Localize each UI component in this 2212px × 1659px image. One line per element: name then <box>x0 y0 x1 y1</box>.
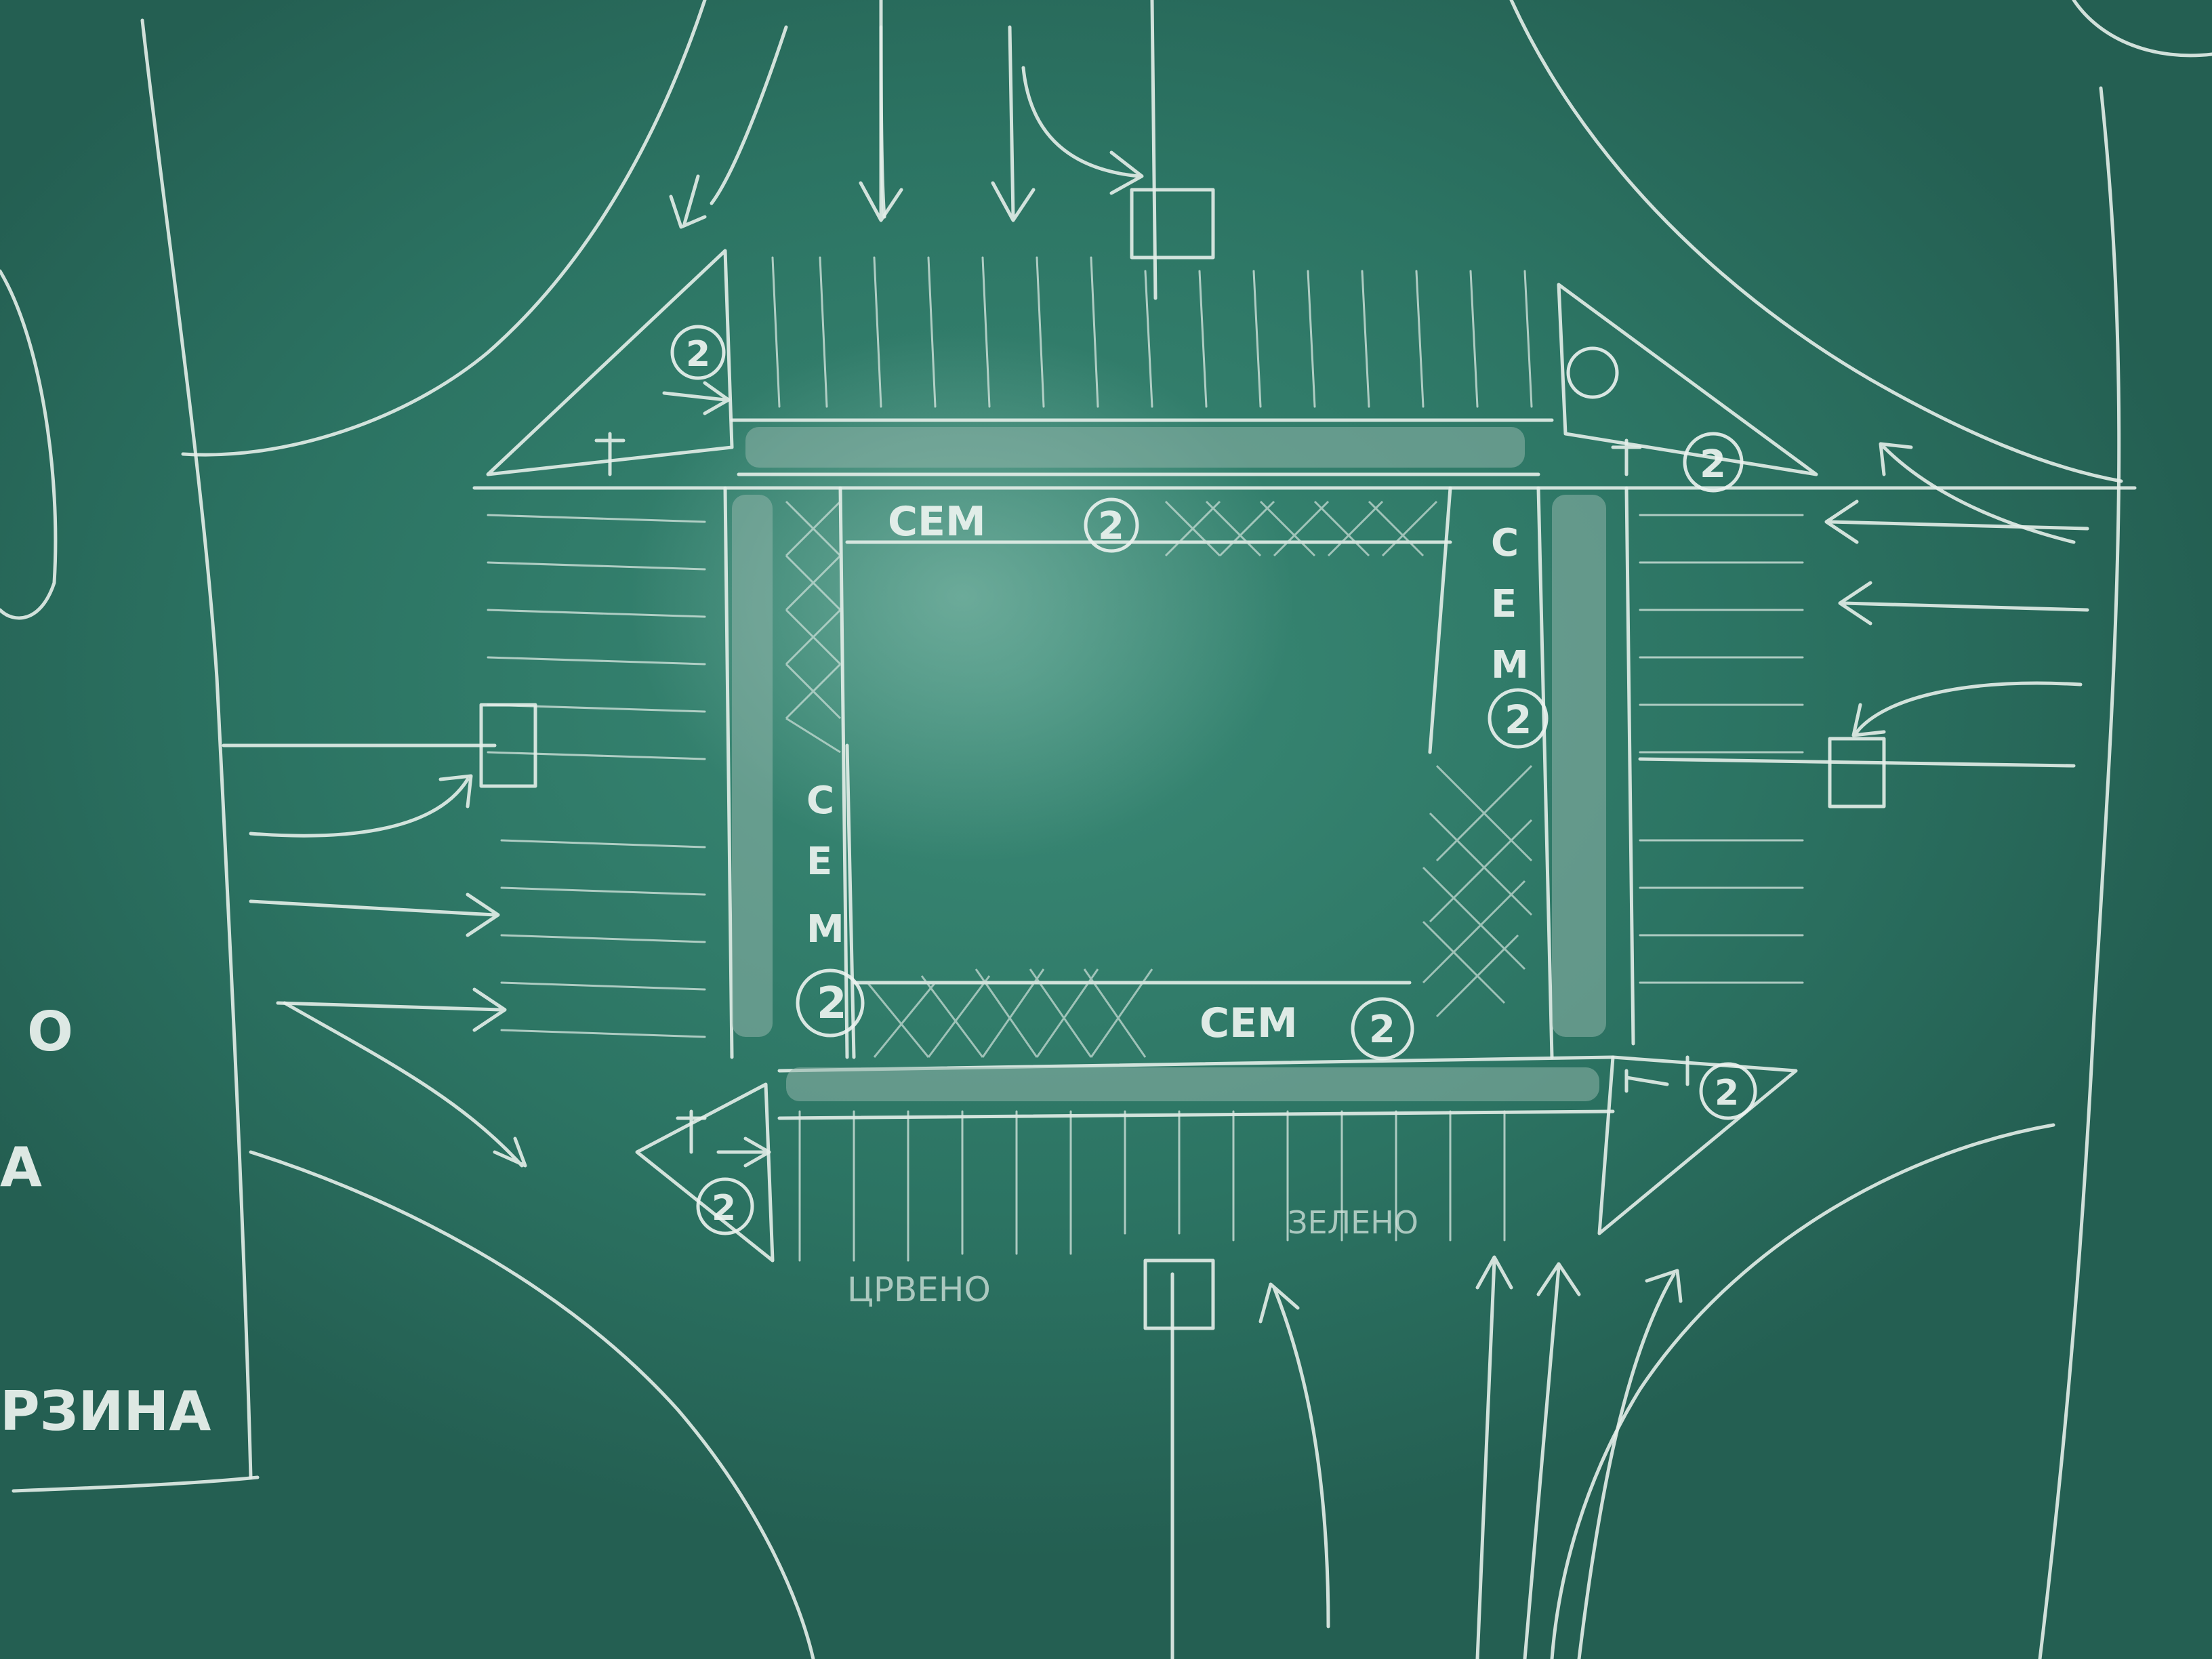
top-lane-arrow-turn <box>1023 68 1142 193</box>
right-road-edge <box>2040 88 2119 1659</box>
ped-signal-bottom-left <box>678 1111 769 1166</box>
top-hatch <box>1166 501 1437 556</box>
far-left-shape <box>0 271 56 618</box>
number-sem-left: 2 <box>817 979 847 1029</box>
top-left-corner-curve <box>183 0 705 455</box>
right-lane-arrow-2 <box>1840 583 2087 623</box>
bottom-lane-arrow-2 <box>1525 1264 1579 1659</box>
inner-square-right <box>1430 488 1450 752</box>
bottom-left-island <box>637 1084 773 1261</box>
number-sem-right: 2 <box>1504 697 1532 743</box>
top-left-inner-curve <box>712 27 786 203</box>
left-lane-arrow-1 <box>251 895 498 935</box>
top-lane-arrow-2 <box>993 27 1033 220</box>
label-edge-o: О <box>27 1000 73 1063</box>
top-zebra-stripes <box>773 258 1532 407</box>
label-crveno: ЦРВЕНО <box>847 1270 991 1309</box>
bottom-lane-arrow-3 <box>1579 1271 1681 1659</box>
number-bottom-left: 2 <box>712 1188 736 1229</box>
top-crossing-band <box>745 427 1525 468</box>
bottom-lane-arrow-left-turn <box>1261 1284 1328 1626</box>
top-signal-box <box>1132 190 1213 258</box>
label-sem-right-2: Е <box>1491 582 1517 626</box>
left-crossing-band <box>732 495 773 1037</box>
left-hatch <box>786 501 840 752</box>
right-crossing-edge <box>1538 488 1552 1057</box>
left-crossing-edge <box>725 488 732 1057</box>
right-hatch <box>1423 766 1532 1017</box>
label-sem-bottom: СЕМ <box>1200 1000 1298 1047</box>
top-lane-center-line <box>1152 0 1155 298</box>
number-sem-top: 2 <box>1098 504 1124 548</box>
bottom-right-island <box>1599 1057 1796 1233</box>
right-crossing-band <box>1552 495 1606 1037</box>
label-sem-right-1: С <box>1491 521 1519 565</box>
label-sem-left-3: М <box>806 907 844 951</box>
bottom-signal-box <box>1145 1261 1213 1328</box>
left-lane-arrow-turn <box>251 776 471 836</box>
bottom-crossing-inner-edge <box>779 1111 1613 1118</box>
label-sem-left-1: С <box>806 779 834 823</box>
ped-signal-top-right <box>1613 441 1640 474</box>
label-sem-right-3: М <box>1491 643 1529 687</box>
left-road-edge <box>142 20 251 1477</box>
left-lane-arrow-right-turn <box>285 1003 525 1166</box>
label-edge-bottom: РЗИНА <box>0 1380 211 1443</box>
left-zebra-stripes <box>488 515 705 1037</box>
right-zebra-stripes <box>1640 515 1803 983</box>
right-lane-arrow-turn-2 <box>1853 683 2081 735</box>
top-left-turn-arrow <box>671 176 705 227</box>
label-sem-top: СЕМ <box>888 498 986 546</box>
right-lane-center-line <box>1640 759 2074 766</box>
top-right-island <box>1559 285 1816 474</box>
top-right-frame-curve <box>2074 0 2212 56</box>
circle-top-right-small <box>1568 348 1617 397</box>
label-zeleno: ЗЕЛЕНО <box>1288 1204 1418 1241</box>
number-sem-bottom: 2 <box>1369 1008 1395 1052</box>
label-sem-left-2: Е <box>806 840 832 884</box>
number-top-left: 2 <box>686 334 710 375</box>
bottom-left-frame <box>14 1477 258 1491</box>
bottom-crossing-band <box>786 1067 1599 1101</box>
number-bottom-right: 2 <box>1715 1073 1739 1113</box>
right-crossing-inner-edge <box>1626 488 1633 1044</box>
right-signal-box <box>1830 739 1884 806</box>
label-edge-a: А <box>0 1136 42 1199</box>
top-lane-arrow-1 <box>861 27 901 220</box>
left-lane-arrow-2 <box>278 989 505 1030</box>
number-top-right: 2 <box>1700 443 1726 487</box>
bottom-lane-arrow-1 <box>1477 1257 1511 1659</box>
top-right-corner-curve <box>1511 0 2121 481</box>
